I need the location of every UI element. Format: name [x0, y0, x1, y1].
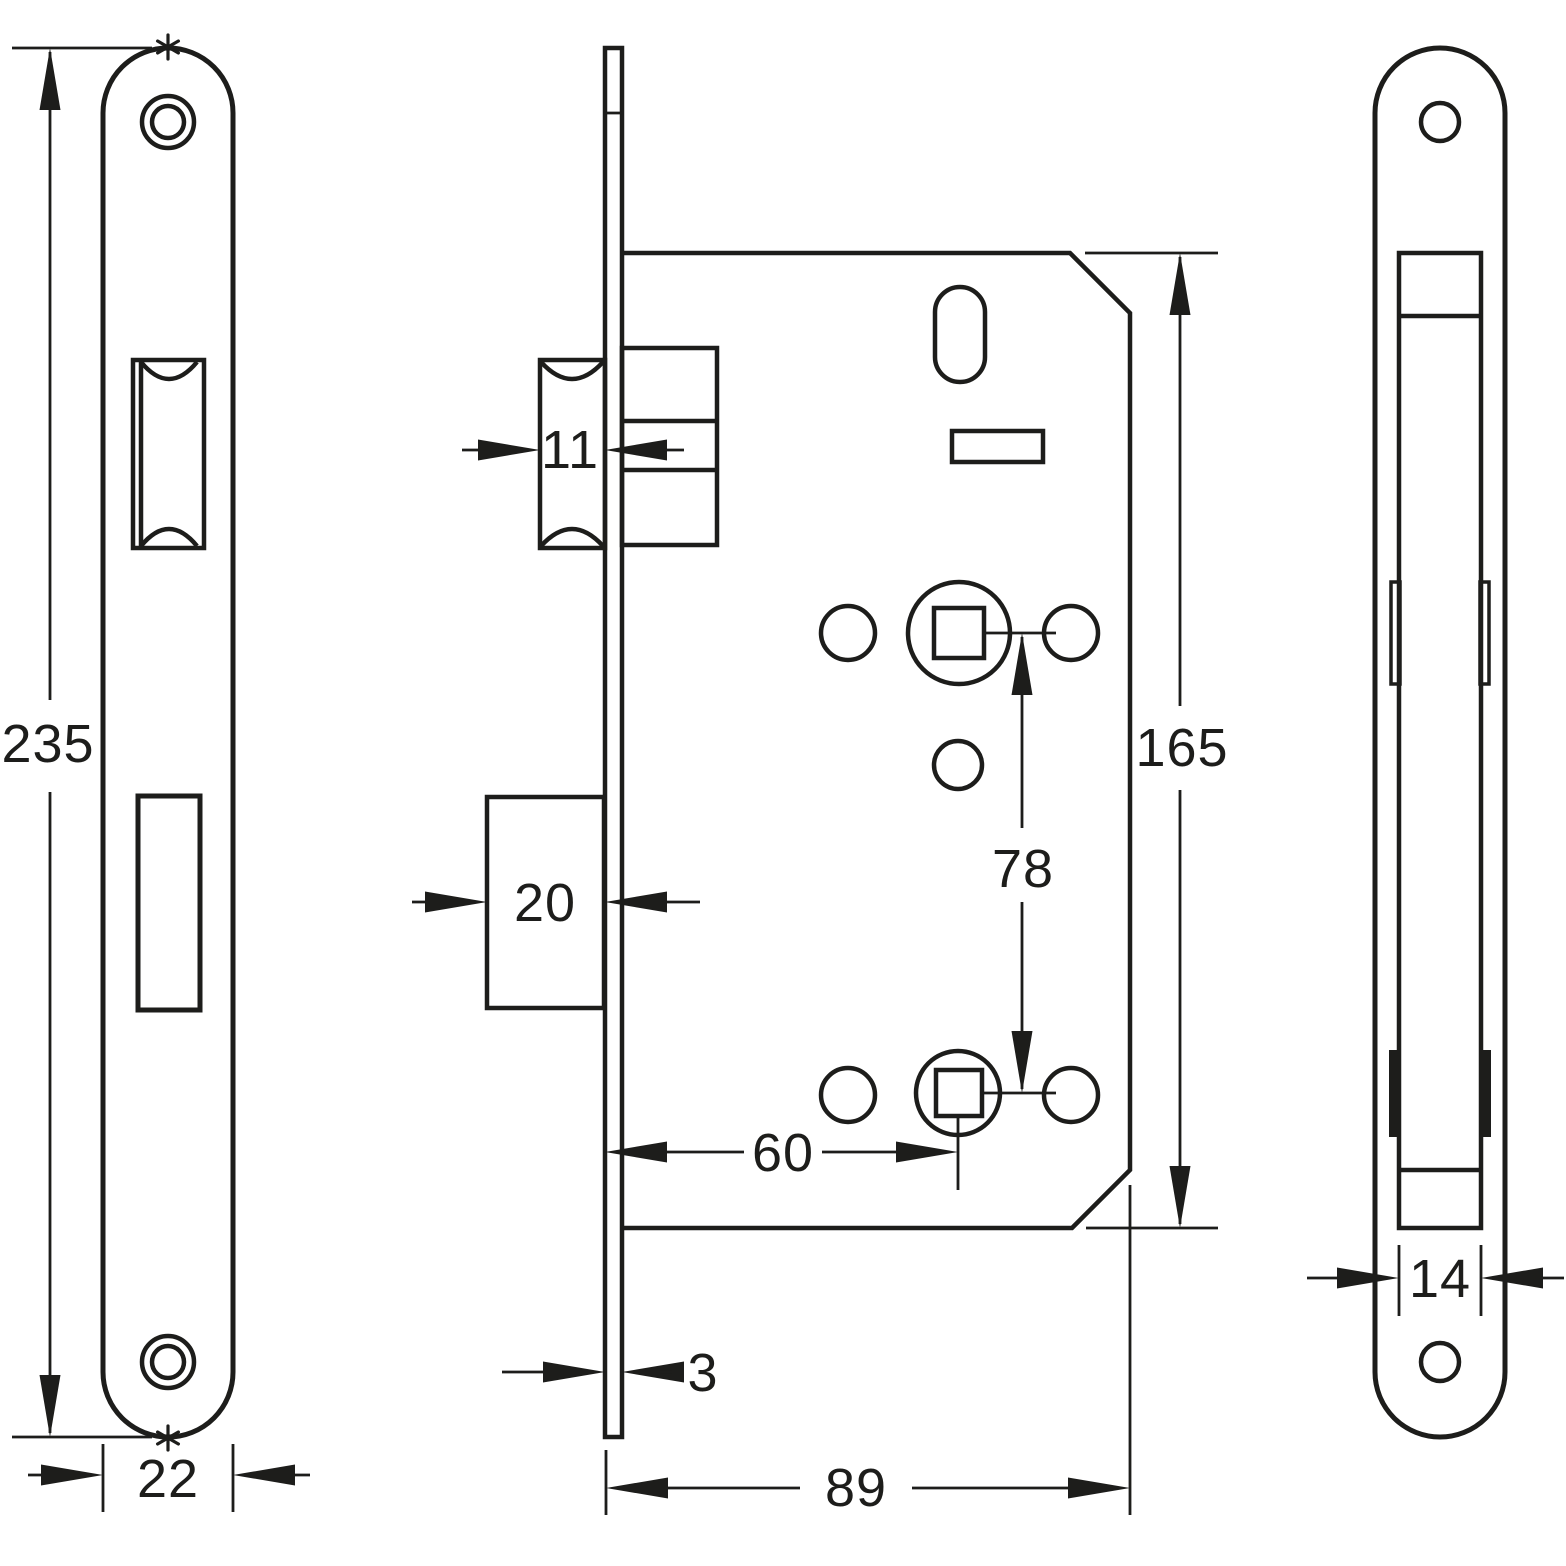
rear-screw-hole-bottom: [1418, 1340, 1462, 1384]
rear-view: [1372, 45, 1508, 1440]
dim-plate-thickness: 3: [502, 1343, 718, 1403]
lock-case-outline: [622, 250, 1133, 1231]
arrowhead-up: [39, 48, 61, 110]
side-tab-upper-right: [1478, 580, 1491, 686]
dim-label-plate-width: 22: [137, 1449, 199, 1509]
latch-bolt-protruding: [537, 357, 608, 551]
rear-faceplate-outline: [1372, 45, 1508, 1440]
rear-screw-hole-top: [1418, 100, 1462, 144]
arrowhead-down: [1169, 1166, 1191, 1228]
fixing-hole-lower-right: [1041, 1065, 1101, 1125]
arrowhead-down: [1011, 1031, 1033, 1093]
dim-case-depth: 89: [604, 1185, 1132, 1518]
arrowhead-up: [1169, 253, 1191, 315]
faceplate-edge: [602, 45, 625, 1440]
screw-hole-top-outer: [139, 93, 197, 151]
arrowhead-up: [1011, 633, 1033, 695]
spindle-follower-upper-square: [931, 605, 987, 661]
latch-bolt-top-arc: [539, 360, 605, 382]
arrowhead-right: [543, 1361, 605, 1383]
dim-label-deadbolt-protrusion: 20: [514, 873, 576, 933]
dim-deadbolt-protrusion: 20: [412, 873, 700, 933]
dim-label-case-height: 165: [1135, 718, 1228, 778]
rectangular-slot: [949, 428, 1046, 465]
latch-cutout: [130, 357, 207, 551]
dim-latch-protrusion: 11: [462, 420, 684, 480]
screw-hole-bottom-outer: [139, 1333, 197, 1391]
dim-label-plate-thickness: 3: [687, 1343, 718, 1403]
arrowhead-left: [622, 1361, 684, 1383]
center-hole: [931, 738, 985, 792]
latch-bevel-top-arc: [139, 360, 199, 382]
reference-asterisk-top: [156, 33, 180, 61]
rear-case-outline: [1396, 250, 1484, 1231]
arrowhead-right: [478, 439, 540, 461]
dim-follower-spacing: 78: [992, 633, 1054, 1093]
side-view-lock-body: [484, 45, 1133, 1440]
fixing-hole-lower-left: [818, 1065, 878, 1125]
latch-body-rear: [619, 345, 720, 548]
dim-label-follower-spacing: 78: [992, 839, 1054, 899]
dim-case-height: 165: [1085, 251, 1228, 1230]
front-view-faceplate: [100, 33, 236, 1452]
arrowhead-left: [605, 439, 667, 461]
arrowhead-left: [233, 1464, 295, 1486]
screw-hole-bottom-inner: [149, 1343, 187, 1381]
fixing-hole-upper-left: [818, 603, 878, 663]
arrowhead-right: [896, 1141, 958, 1163]
dim-case-thickness: 14: [1307, 1245, 1564, 1316]
dim-label-plate-height: 235: [1, 714, 94, 774]
arrowhead-left: [605, 1141, 667, 1163]
latch-bevel-bottom-arc: [139, 526, 199, 548]
dim-label-case-thickness: 14: [1409, 1249, 1471, 1309]
spindle-follower-lower-square: [933, 1067, 985, 1119]
arrowhead-down: [39, 1375, 61, 1437]
arrowhead-left: [605, 891, 667, 913]
reference-asterisk-bottom: [156, 1424, 180, 1452]
dim-backset: 60: [605, 1123, 958, 1183]
dim-plate-height: 235: [1, 46, 152, 1439]
side-tab-upper-left: [1389, 580, 1402, 686]
faceplate-outline: [100, 45, 236, 1440]
screw-hole-top-inner: [149, 103, 187, 141]
arrowhead-left: [606, 1477, 668, 1499]
deadbolt-cutout: [135, 793, 203, 1013]
arrowhead-right: [41, 1464, 103, 1486]
latch-bolt-bottom-arc: [539, 526, 605, 548]
dim-plate-width: 22: [28, 1444, 310, 1512]
arrowhead-right: [1337, 1267, 1399, 1289]
deadbolt-protruding: [484, 794, 607, 1011]
arrowhead-right: [1068, 1477, 1130, 1499]
dim-label-case-depth: 89: [825, 1458, 887, 1518]
side-tab-lower-left: [1389, 1050, 1400, 1137]
arrowhead-left: [1481, 1267, 1543, 1289]
side-tab-lower-right: [1480, 1050, 1491, 1137]
oval-slot: [932, 284, 988, 385]
dim-label-latch-protrusion: 11: [541, 420, 599, 480]
arrowhead-right: [425, 891, 487, 913]
dim-label-backset: 60: [752, 1123, 814, 1183]
